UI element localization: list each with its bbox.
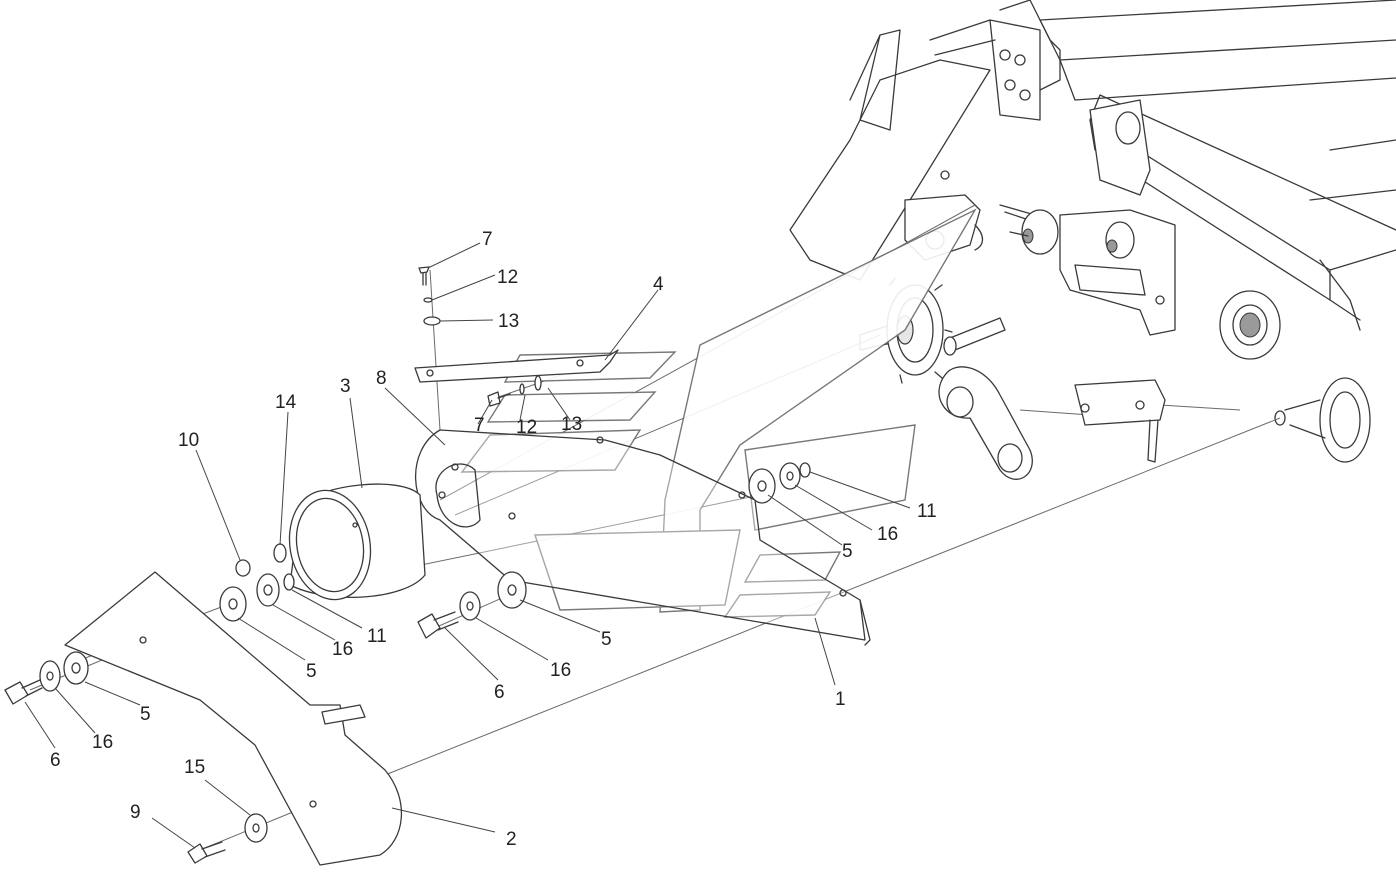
fasteners [4, 266, 811, 864]
machine-frame [789, 0, 1396, 360]
part-4-strip [414, 349, 619, 383]
part-3-pulley [288, 483, 426, 601]
part-2-front-guard [64, 571, 403, 866]
idler-bracket [999, 204, 1176, 336]
callout-16-right: 16 [877, 524, 898, 545]
callout-13-top: 13 [498, 311, 519, 332]
callout-15: 15 [184, 757, 205, 778]
callout-9: 9 [130, 802, 141, 823]
part-1-cover-plate [414, 429, 871, 646]
callout-6-center: 6 [494, 682, 505, 703]
callout-6-front: 6 [50, 750, 61, 771]
callout-11-right: 11 [917, 501, 937, 522]
callout-3: 3 [340, 376, 351, 397]
leader-lines [24, 242, 911, 849]
callout-16-left: 16 [332, 639, 353, 660]
callout-4: 4 [653, 274, 664, 295]
right-sprocket-assembly [1074, 377, 1371, 463]
link-arm [938, 366, 1241, 480]
callout-7-mid: 7 [474, 415, 485, 436]
callout-5-front: 5 [140, 704, 151, 725]
callout-12-top: 12 [497, 267, 518, 288]
callout-16-front: 16 [92, 732, 113, 753]
callout-14: 14 [275, 392, 297, 413]
callout-13-mid: 13 [561, 414, 582, 435]
callout-8: 8 [376, 368, 387, 389]
callout-10: 10 [178, 430, 199, 451]
callout-7-top: 7 [482, 229, 493, 250]
callout-5-left: 5 [306, 661, 317, 682]
callout-5-right: 5 [842, 541, 853, 562]
callout-16-center: 16 [550, 660, 571, 681]
callout-2: 2 [506, 829, 517, 850]
callout-11-left: 11 [367, 626, 387, 647]
callout-1: 1 [835, 689, 846, 710]
callout-numbers: 7 12 13 4 3 8 14 10 7 12 13 11 16 5 5 16… [50, 229, 937, 850]
callout-5-center: 5 [601, 629, 612, 650]
callout-12-mid: 12 [516, 417, 537, 438]
